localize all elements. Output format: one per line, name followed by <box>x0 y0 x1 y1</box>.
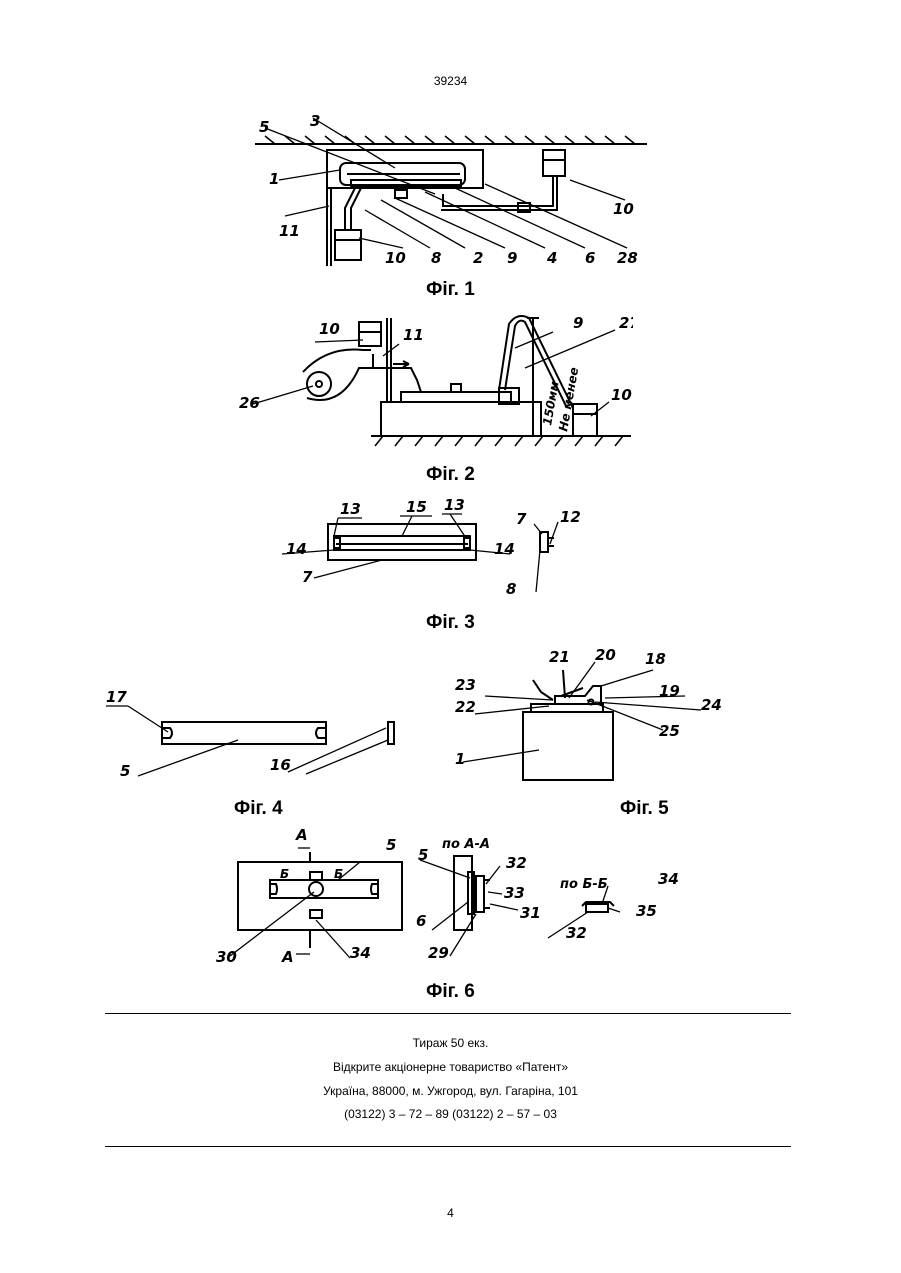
figure-5-drawing: 21 20 18 23 19 22 24 25 1 <box>445 640 735 790</box>
fig6-label-6: 6 <box>416 912 426 930</box>
fig3-label-12: 12 <box>560 508 581 526</box>
patent-number: 39234 <box>0 74 901 88</box>
fig3-label-14a: 14 <box>286 540 307 558</box>
fig6-label-30: 30 <box>216 948 237 966</box>
figure-6-drawing: A 5 Б Б 30 A 34 по А-А 5 32 33 31 6 29 п… <box>210 826 710 972</box>
fig3-label-15: 15 <box>406 498 427 516</box>
fig1-label-8: 8 <box>431 249 441 267</box>
fig6-section-BB: по Б-Б <box>560 877 608 892</box>
fig5-label-22: 22 <box>455 698 476 716</box>
fig6-label-5b: 5 <box>418 846 428 864</box>
figure-6-caption: Фіг. 6 <box>0 981 901 1003</box>
fig1-label-6: 6 <box>585 249 595 267</box>
fig6-label-A-top: A <box>295 826 308 844</box>
figure-4-drawing: 17 5 16 <box>98 684 418 784</box>
fig5-label-24: 24 <box>701 696 722 714</box>
fig6-label-5a: 5 <box>386 836 396 854</box>
fig3-label-8: 8 <box>506 580 516 598</box>
fig1-label-1: 1 <box>269 170 279 188</box>
imprint-phones: (03122) 3 – 72 – 89 (03122) 2 – 57 – 03 <box>0 1108 901 1120</box>
figure-2-drawing: 10 11 26 9 27 10 150мм Не менее <box>233 308 633 456</box>
fig5-label-19: 19 <box>659 682 680 700</box>
fig6-section-AA: по А-А <box>442 837 490 852</box>
fig6-label-B-left: Б <box>280 867 289 881</box>
fig6-label-34a: 34 <box>350 944 371 962</box>
imprint-bottom-rule <box>105 1146 791 1147</box>
imprint-publisher: Відкрите акціонерне товариство «Патент» <box>0 1061 901 1073</box>
figure-3-caption: Фіг. 3 <box>0 612 901 634</box>
fig3-label-7b: 7 <box>516 510 527 528</box>
fig1-label-11: 11 <box>279 222 300 240</box>
fig6-label-32b: 32 <box>566 924 587 942</box>
imprint-address: Україна, 88000, м. Ужгород, вул. Гагарін… <box>0 1085 901 1097</box>
fig1-label-2: 2 <box>473 249 483 267</box>
fig2-dimension-note: Не менее <box>556 366 581 432</box>
fig3-label-13b: 13 <box>444 496 465 514</box>
fig5-label-23: 23 <box>455 676 476 694</box>
fig5-label-21: 21 <box>549 648 570 666</box>
page-number: 4 <box>0 1206 901 1220</box>
fig1-label-5: 5 <box>259 118 269 136</box>
fig6-label-33: 33 <box>504 884 525 902</box>
fig2-label-26: 26 <box>239 394 260 412</box>
fig3-label-14b: 14 <box>494 540 515 558</box>
fig5-label-1: 1 <box>455 750 465 768</box>
fig6-label-31: 31 <box>520 904 541 922</box>
figure-4-caption: Фіг. 4 <box>234 798 283 820</box>
figure-5-caption: Фіг. 5 <box>620 798 669 820</box>
fig5-label-18: 18 <box>645 650 666 668</box>
fig6-label-32a: 32 <box>506 854 527 872</box>
fig5-label-25: 25 <box>659 722 680 740</box>
fig1-label-10a: 10 <box>385 249 406 267</box>
figure-1-drawing: 5 3 1 11 10 8 2 9 4 6 28 10 <box>255 108 650 270</box>
imprint-top-rule <box>105 1013 791 1014</box>
fig2-label-11: 11 <box>403 326 424 344</box>
fig6-label-35: 35 <box>636 902 657 920</box>
figure-1-caption: Фіг. 1 <box>0 279 901 301</box>
fig6-label-34b: 34 <box>658 870 679 888</box>
figure-2-caption: Фіг. 2 <box>0 464 901 486</box>
fig2-label-10b: 10 <box>611 386 632 404</box>
fig4-label-16: 16 <box>270 756 291 774</box>
fig1-label-9: 9 <box>507 249 517 267</box>
fig4-label-17: 17 <box>106 688 127 706</box>
fig4-label-5: 5 <box>120 762 130 780</box>
fig6-label-B-right: Б <box>334 867 343 881</box>
fig1-label-4: 4 <box>546 249 557 267</box>
fig3-label-13a: 13 <box>340 500 361 518</box>
fig5-label-20: 20 <box>595 646 616 664</box>
fig2-label-27: 27 <box>619 314 633 332</box>
fig3-label-7a: 7 <box>302 568 313 586</box>
fig1-label-10b: 10 <box>613 200 634 218</box>
fig1-label-3: 3 <box>310 112 320 130</box>
fig2-label-9: 9 <box>573 314 583 332</box>
fig6-label-A-bottom: A <box>281 948 294 966</box>
figure-3-drawing: 13 15 13 14 14 7 7 12 8 <box>272 494 632 604</box>
fig1-label-28: 28 <box>617 249 638 267</box>
fig6-label-29: 29 <box>428 944 449 962</box>
fig2-label-10a: 10 <box>319 320 340 338</box>
imprint-circulation: Тираж 50 екз. <box>0 1037 901 1049</box>
